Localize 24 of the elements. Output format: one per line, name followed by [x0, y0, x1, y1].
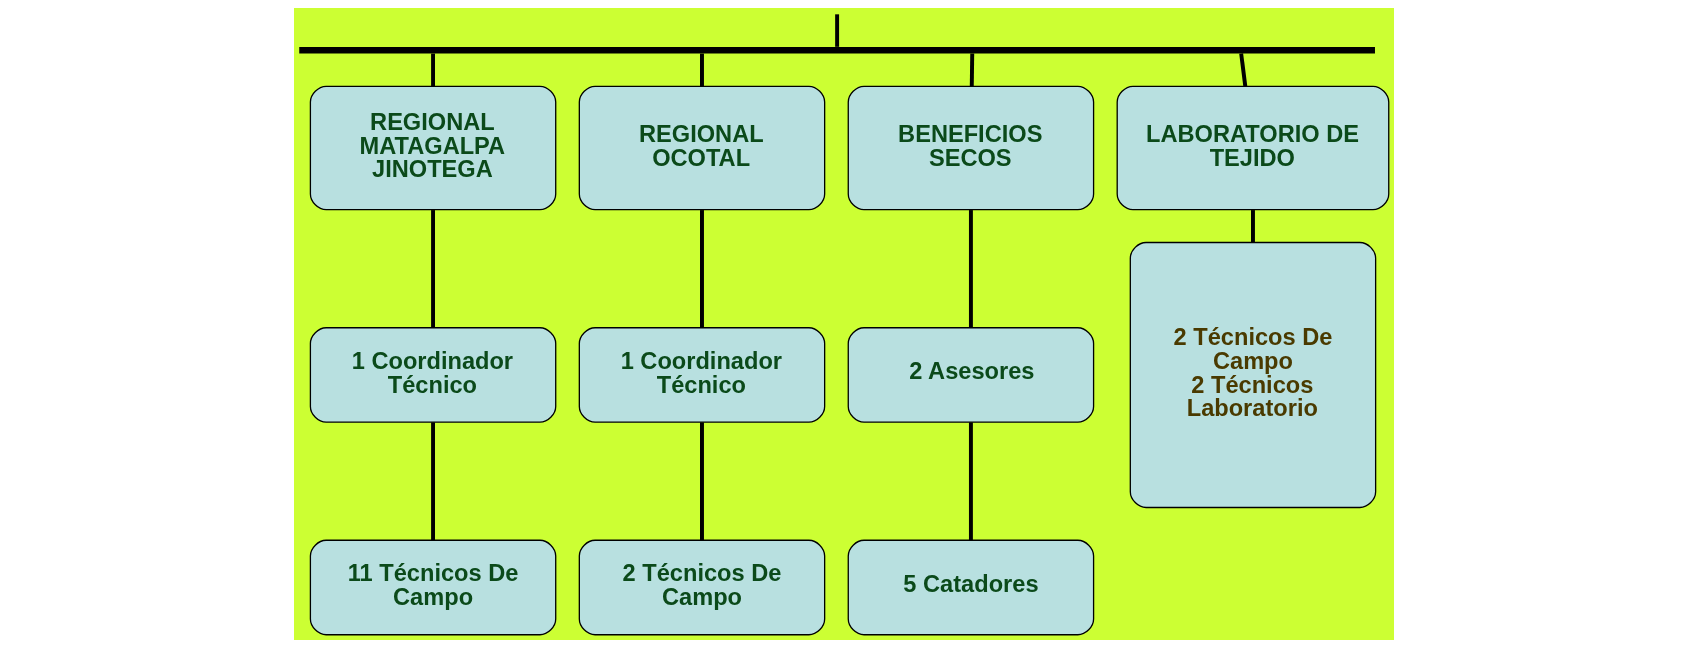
- node-box: LABORATORIO DE TEJIDO: [1116, 85, 1390, 211]
- node-box: 11 Técnicos De Campo: [309, 539, 557, 636]
- connector: [431, 210, 436, 328]
- connector: [700, 210, 704, 328]
- connector: [968, 210, 973, 328]
- node-box: BENEFICIOS SECOS: [847, 85, 1095, 211]
- node-box: REGIONAL OCOTAL: [578, 85, 826, 211]
- connector: [431, 422, 436, 541]
- node-box: 2 Técnicos De Campo 2 Técnicos Laboratorio: [1129, 241, 1377, 509]
- connector: [431, 53, 436, 87]
- connector: [969, 53, 975, 87]
- node-bar: [299, 47, 1375, 54]
- node-box: REGIONAL MATAGALPA JINOTEGA: [309, 85, 557, 211]
- connector: [700, 422, 704, 541]
- connector: [700, 53, 704, 87]
- node-box: 1 Coordinador Técnico: [578, 327, 826, 423]
- node-box: 2 Asesores: [847, 327, 1095, 423]
- connector: [1251, 210, 1255, 243]
- connector: [835, 14, 840, 47]
- connector: [968, 422, 973, 541]
- node-box: 1 Coordinador Técnico: [309, 327, 557, 423]
- node-box: 2 Técnicos De Campo: [578, 539, 826, 636]
- connector: [1239, 53, 1248, 87]
- node-box: 5 Catadores: [847, 539, 1095, 636]
